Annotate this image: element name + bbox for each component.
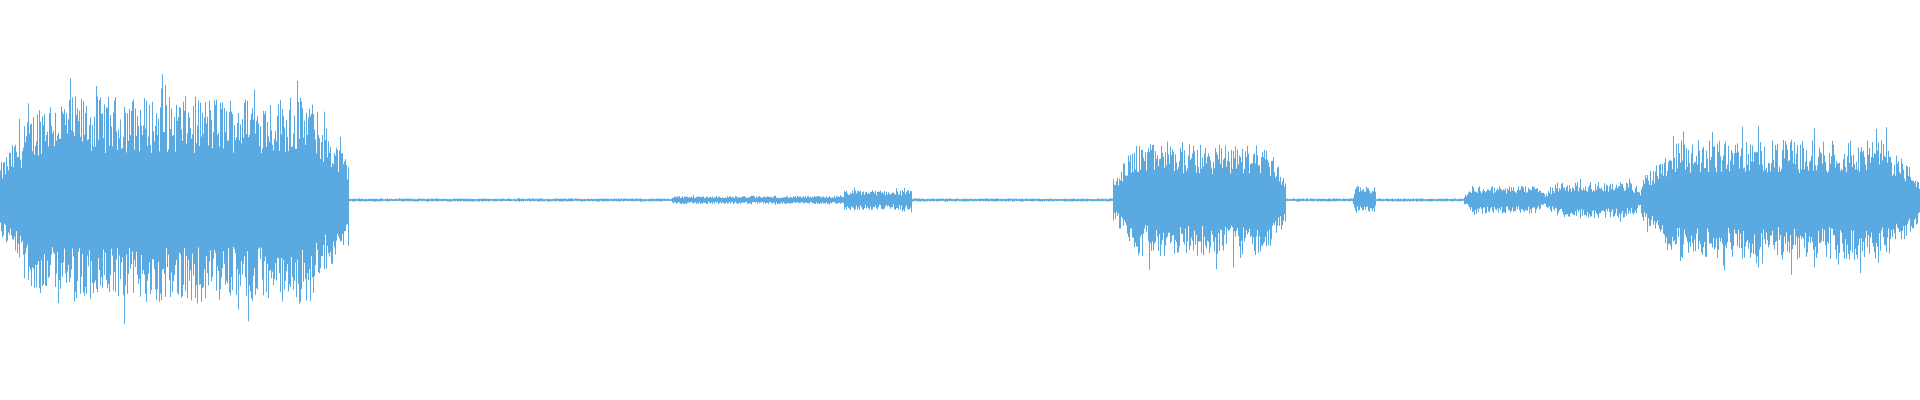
waveform-shape-group: [0, 74, 1920, 324]
